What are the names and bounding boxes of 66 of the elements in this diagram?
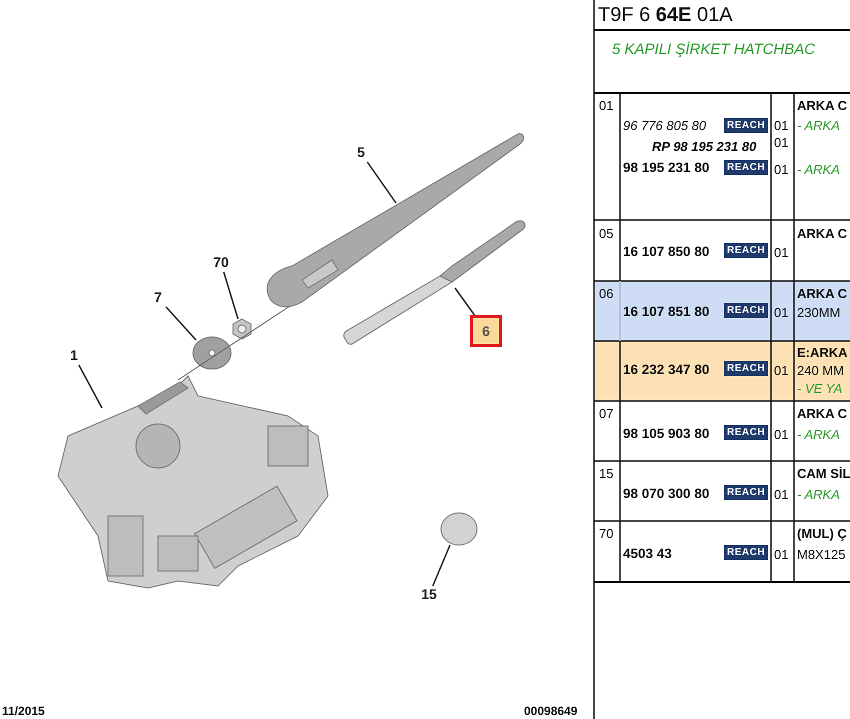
part-text: ARKA C xyxy=(797,226,848,242)
callout-number: 15 xyxy=(416,586,442,604)
part-text: ARKA C xyxy=(797,406,848,422)
note-text: - VE YA xyxy=(797,381,842,397)
note-text: - ARKA xyxy=(797,487,840,503)
part-text: CAM SİL xyxy=(797,466,850,482)
part-text: ARKA C xyxy=(797,98,848,114)
part-text: M8X125 xyxy=(797,547,846,563)
reach-badge: REACH xyxy=(724,545,768,560)
catalog-code: T9F 6 64E 01A xyxy=(598,4,733,26)
note-text: - ARKA xyxy=(797,162,840,178)
part-text: 16 107 851 80 xyxy=(623,304,710,320)
leader-line xyxy=(366,162,397,204)
part-text: 16 232 347 80 xyxy=(623,362,710,378)
callout-number: 1 xyxy=(66,347,82,365)
quantity: 01 xyxy=(774,305,788,321)
quantity: 01 xyxy=(774,427,788,443)
model-description: 5 KAPILI ŞİRKET HATCHBAC xyxy=(612,42,816,58)
note-text: - ARKA xyxy=(797,427,840,443)
leader-line xyxy=(78,364,103,408)
callout-number: 6 xyxy=(470,315,502,347)
footer-text: 00098649 xyxy=(524,703,578,719)
reach-badge: REACH xyxy=(724,485,768,500)
leader-line xyxy=(165,306,197,340)
part-text: E:ARKA xyxy=(797,345,848,361)
part-text: 16 107 850 80 xyxy=(623,244,710,260)
cap-drawing xyxy=(192,336,232,370)
item-number: 05 xyxy=(599,226,614,242)
note-text: - ARKA xyxy=(797,118,840,134)
item-number: 01 xyxy=(599,98,614,114)
quantity: 01 xyxy=(774,118,788,134)
quantity: 01 xyxy=(774,245,788,261)
part-number: 96 776 805 80 xyxy=(623,118,706,134)
reach-badge: REACH xyxy=(724,425,768,440)
callout-number: 5 xyxy=(352,144,370,162)
quantity: 01 xyxy=(774,162,788,178)
item-number: 07 xyxy=(599,406,614,422)
item-number: 06 xyxy=(599,286,614,302)
leader-line xyxy=(454,288,476,316)
reach-badge: REACH xyxy=(724,118,768,133)
footer-text: 11/2015 xyxy=(2,703,45,719)
replacement-number: RP 98 195 231 80 xyxy=(652,139,756,155)
quantity: 01 xyxy=(774,135,788,151)
part-text: 4503 43 xyxy=(623,546,672,562)
part-text: 98 105 903 80 xyxy=(623,426,710,442)
reach-badge: REACH xyxy=(724,303,768,318)
quantity: 01 xyxy=(774,363,788,379)
callout-number: 7 xyxy=(150,289,166,307)
part-text: (MUL) Ç xyxy=(797,526,847,542)
part-text: ARKA C xyxy=(797,286,848,302)
part-text: 240 MM xyxy=(797,363,844,379)
leader-line xyxy=(223,272,239,320)
reach-badge: REACH xyxy=(724,361,768,376)
callout-number: 70 xyxy=(208,254,234,272)
part-text: 98 070 300 80 xyxy=(623,486,710,502)
item-number: 15 xyxy=(599,466,614,482)
part-text: 230MM xyxy=(797,305,840,321)
leader-line xyxy=(432,544,451,586)
reach-badge: REACH xyxy=(724,243,768,258)
part-text: 98 195 231 80 xyxy=(623,160,710,176)
quantity: 01 xyxy=(774,487,788,503)
nut-drawing xyxy=(232,318,252,340)
reach-badge: REACH xyxy=(724,160,768,175)
quantity: 01 xyxy=(774,547,788,563)
item-number: 70 xyxy=(599,526,614,542)
cap-drawing xyxy=(440,512,478,546)
